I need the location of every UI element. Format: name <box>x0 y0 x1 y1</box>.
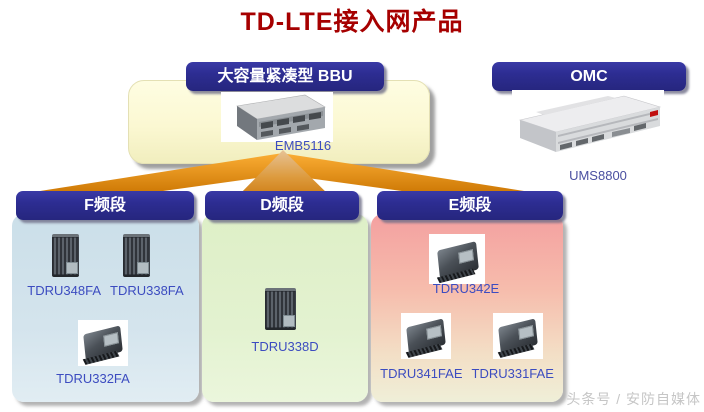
watermark-text: 头条号 / 安防自媒体 <box>566 391 701 407</box>
rru-device-icon <box>265 288 296 330</box>
rru-tilted-device-icon <box>78 320 128 366</box>
band-f-header: F频段 <box>16 191 194 220</box>
model-label: TDRU331FAE <box>471 366 554 381</box>
model-label: TDRU332FA <box>56 371 130 386</box>
bbu-header: 大容量紧凑型 BBU <box>186 62 384 91</box>
bbu-model-label: EMB5116 <box>274 138 332 153</box>
rru-tilted-device-icon <box>429 234 485 284</box>
band-f-model-row: TDRU348FA TDRU338FA <box>12 283 199 298</box>
omc-header: OMC <box>492 62 686 91</box>
band-e-header: E频段 <box>377 191 563 220</box>
rru-device-icon <box>123 234 150 277</box>
page-title: TD-LTE接入网产品 <box>240 8 464 36</box>
model-label: TDRU338FA <box>110 283 184 298</box>
rru-device-icon <box>52 234 79 277</box>
model-label: TDRU338D <box>251 339 319 354</box>
omc-server-icon <box>512 90 664 158</box>
rru-tilted-device-icon <box>493 313 543 359</box>
band-e-model-row: TDRU341FAE TDRU331FAE <box>371 366 563 381</box>
model-label: TDRU342E <box>432 281 500 296</box>
band-f-panel <box>12 214 199 402</box>
bbu-server-icon <box>221 92 333 142</box>
model-label: TDRU348FA <box>27 283 101 298</box>
model-label: TDRU341FAE <box>380 366 463 381</box>
rru-tilted-device-icon <box>401 313 451 359</box>
band-d-header: D频段 <box>205 191 359 220</box>
omc-model-label: UMS8800 <box>569 168 627 183</box>
